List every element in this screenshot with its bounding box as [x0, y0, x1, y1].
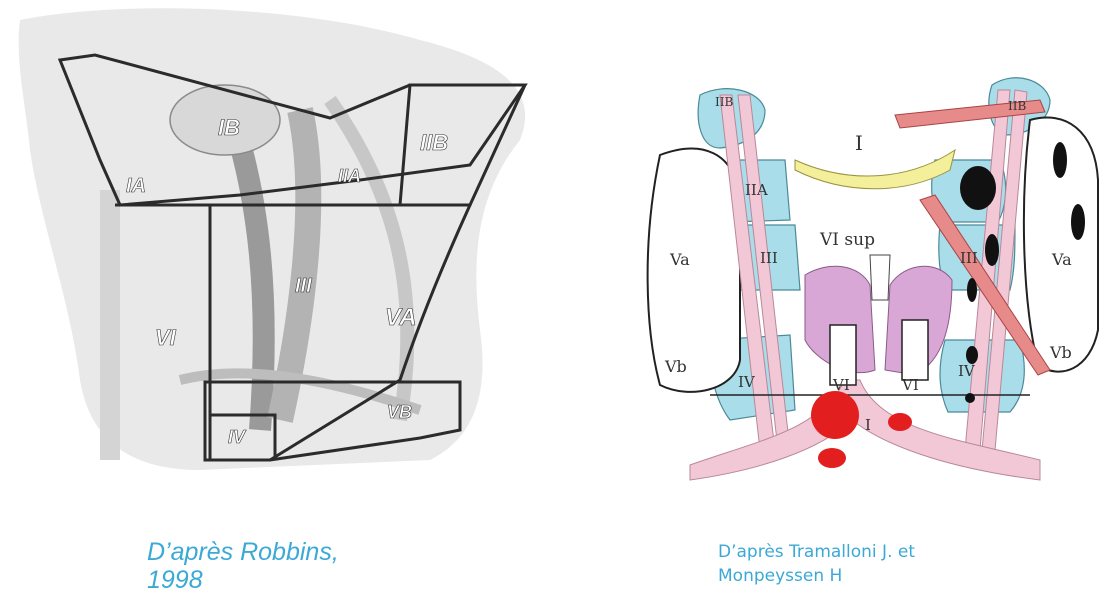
label-vi-low-left: VI: [832, 376, 850, 394]
label-iia: IIA: [745, 181, 768, 199]
label-va-right: Va: [1051, 250, 1072, 269]
node-red-small: [818, 448, 846, 468]
level-vi-box-right: [902, 320, 928, 380]
hyoid-bone: [795, 150, 955, 189]
label-vi-sup: VI sup: [819, 230, 875, 250]
label-vi: VI: [155, 325, 177, 350]
node-black-iii-2: [967, 278, 977, 302]
label-vb-left: Vb: [664, 357, 687, 376]
label-i-low: I: [865, 416, 871, 434]
label-vb: VB: [387, 402, 412, 422]
zone-v-left: [648, 149, 740, 392]
label-i: I: [855, 131, 863, 155]
label-iii: III: [295, 275, 312, 297]
robbins-neck-illustration: IB IA IIA IIB III VA VB VI IV: [0, 0, 560, 597]
trachea-shading: [100, 190, 120, 460]
right-figure-caption: D’après Tramalloni J. et Monpeyssen H: [718, 540, 915, 588]
label-va: VA: [385, 304, 417, 331]
left-caption-line2: 1998: [147, 566, 339, 594]
label-iv-right: IV: [958, 362, 976, 380]
label-vi-low-right: VI: [901, 376, 919, 394]
right-caption-line2: Monpeyssen H: [718, 564, 915, 588]
left-figure-caption: D’après Robbins, 1998: [147, 538, 339, 594]
label-iia: IIA: [338, 166, 361, 186]
tramalloni-drawing: IIB IIB I IIA VI sup III III Va Va Vb Vb…: [560, 0, 1105, 540]
robbins-neck-drawing: IB IA IIA IIB III VA VB VI IV: [0, 0, 560, 540]
larynx: [870, 255, 890, 300]
label-ib: IB: [218, 115, 240, 140]
node-black-iii-1: [985, 234, 999, 266]
label-iv-left: IV: [738, 373, 756, 391]
label-iv: IV: [228, 427, 247, 447]
label-iib: IIB: [420, 130, 448, 155]
label-iib-left: IIB: [715, 95, 733, 109]
label-vb-right: Vb: [1049, 343, 1072, 362]
label-ia: IA: [126, 175, 146, 197]
label-iii-right: III: [960, 249, 978, 267]
node-red-large: [811, 391, 859, 439]
label-iib-right: IIB: [1008, 99, 1026, 113]
left-caption-line1: D’après Robbins,: [147, 538, 339, 566]
node-black-ii: [960, 166, 996, 210]
node-red-medium: [888, 413, 912, 431]
node-black-iv-small: [965, 393, 975, 403]
node-black-va-2: [1071, 204, 1085, 240]
label-iii-left: III: [760, 249, 778, 267]
label-va-left: Va: [669, 250, 690, 269]
tramalloni-schematic-diagram: IIB IIB I IIA VI sup III III Va Va Vb Vb…: [560, 0, 1105, 597]
node-black-va-1: [1053, 142, 1067, 178]
right-caption-line1: D’après Tramalloni J. et: [718, 540, 915, 564]
